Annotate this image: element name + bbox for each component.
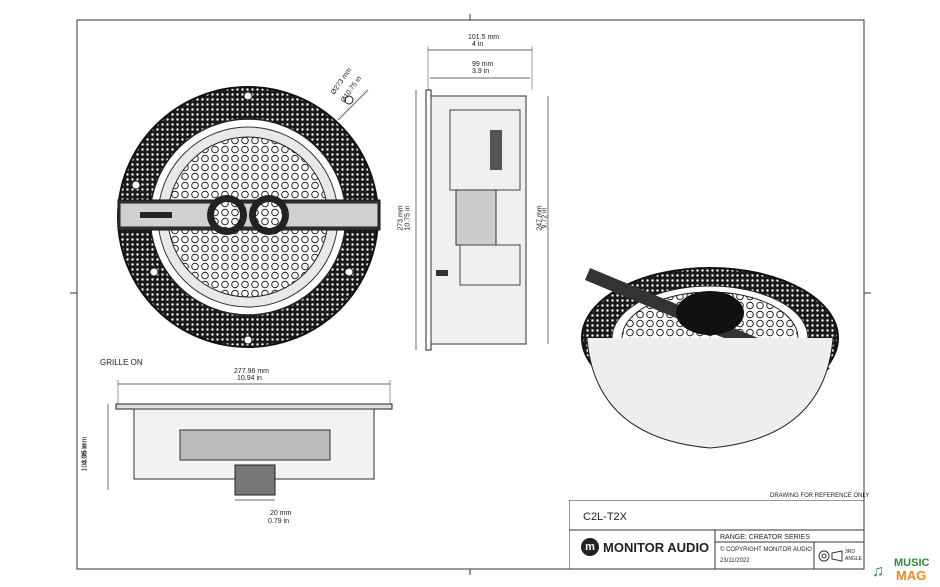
- side-depth-in: 3.9 in: [472, 68, 490, 75]
- watermark-line2: MAG: [896, 568, 927, 583]
- title-block-frame: [569, 500, 865, 570]
- brand-logo: m MONITOR AUDIO: [581, 538, 709, 556]
- watermark-icon: ♫: [872, 563, 884, 580]
- isometric-view-drawing: [581, 267, 839, 449]
- angle-line2: ANGLE: [845, 556, 862, 562]
- reference-note: DRAWING FOR REFERENCE ONLY: [770, 493, 870, 499]
- monitor-audio-logo-icon: m: [581, 538, 599, 556]
- side-depth-total-mm: 101.5 mm: [468, 34, 500, 41]
- third-angle-projection-icon: [818, 550, 843, 562]
- brand-name: MONITOR AUDIO: [603, 539, 710, 555]
- grille-view-drawing: [107, 380, 393, 501]
- angle-line1: 3RD: [845, 549, 856, 555]
- watermark-line1: MUSIC: [894, 557, 930, 569]
- grille-height-in: 4.09 in: [81, 443, 89, 465]
- grille-width-in: 10.94 in: [237, 375, 262, 382]
- grille-lip-in: 0.79 in: [268, 518, 290, 525]
- watermark-logo: ♫ MUSIC MAG: [872, 557, 938, 585]
- copyright-text: © COPYRIGHT MONITOR AUDIO: [720, 547, 812, 553]
- drawing-date: 23/11/2022: [720, 558, 750, 564]
- side-height-outer-in: 10.75 in: [404, 205, 412, 231]
- grille-width-mm: 277.96 mm: [234, 368, 270, 375]
- model-number: C2L-T2X: [583, 511, 628, 523]
- side-view-drawing: [415, 46, 549, 351]
- grille-lip-mm: 20 mm: [270, 510, 292, 517]
- side-depth-mm: 99 mm: [472, 61, 494, 68]
- side-depth-total-in: 4 in: [472, 41, 484, 48]
- front-view-drawing: [117, 86, 381, 348]
- side-height-inner-in: 9.72 in: [541, 207, 549, 229]
- range-label: RANGE: CREATOR SERIES: [720, 534, 810, 541]
- grille-view-label: GRILLE ON: [100, 358, 143, 367]
